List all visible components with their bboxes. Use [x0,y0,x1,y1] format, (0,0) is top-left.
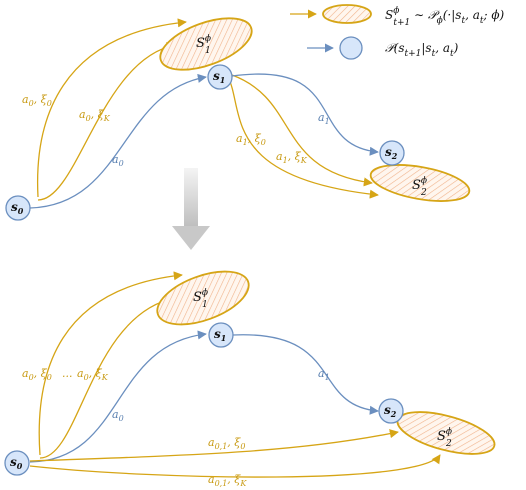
top-edge-s0-set1-xi0 [36,18,187,198]
bottom-edge-s0-set2-xiK [29,454,441,478]
bottom-edge-s0-set1-xi0 [38,271,183,456]
bottom-label-dots: ... [62,367,73,380]
top-edge-s1-s2 [231,73,379,156]
top-set2-ellipse [369,164,471,202]
bottom-label-a01-xiK: a0,1, ξK [208,473,247,488]
top-label-a1-xiK: a1, ξK [276,150,308,165]
legend-set-ellipse [322,4,372,24]
top-node-s1-label: s1 [213,69,225,85]
top-set1-ellipse [159,17,253,71]
bottom-label-a0-xi0: a0, ξ0 [22,367,52,382]
bottom-edge-s1-s2 [232,334,379,415]
bottom-label-a0: a0 [112,408,124,423]
bottom-edge-s0-s1 [29,330,207,463]
top-label-a1-xi0: a1, ξ0 [236,132,266,147]
bottom-node-s2-label: s2 [384,403,397,419]
top-edge-s1-set2-xi0 [227,76,379,199]
bottom-label-a1: a1 [318,367,330,382]
legend-node-circle [339,36,363,60]
top-edge-s1-set2-xiK [231,74,373,187]
bottom-edge-s0-set2-xi0 [29,429,399,462]
bottom-label-a0-xiK: a0, ξK [77,367,109,382]
top-label-a1: a1 [318,111,330,126]
legend-node-label: 𝒫(st+1|st, at) [385,41,459,59]
bottom-node-s2 [378,398,404,424]
top-node-s2-label: s2 [385,145,398,161]
top-node-s2 [379,140,405,166]
bottom-set1-ellipse [156,270,250,326]
top-label-a0-xiK: a0, ξK [79,108,111,123]
bottom-node-s1 [208,322,234,348]
bottom-node-s1-label: s1 [214,327,226,343]
bottom-label-a01-xi0: a0,1, ξ0 [208,436,245,451]
bottom-node-s0-label: s0 [10,455,23,471]
top-node-s0 [5,195,31,221]
top-edge-s0-set1-xiK [37,42,176,201]
top-label-a0: a0 [112,153,124,168]
down-arrow-icon [172,168,210,250]
top-node-s1 [207,64,233,90]
top-node-s0-label: s0 [11,200,24,216]
bottom-edge-s0-set1-xiK [39,295,176,459]
top-label-a0-xi0: a0, ξ0 [22,93,52,108]
top-edge-s0-s1 [29,73,207,209]
bottom-node-s0 [4,450,30,476]
